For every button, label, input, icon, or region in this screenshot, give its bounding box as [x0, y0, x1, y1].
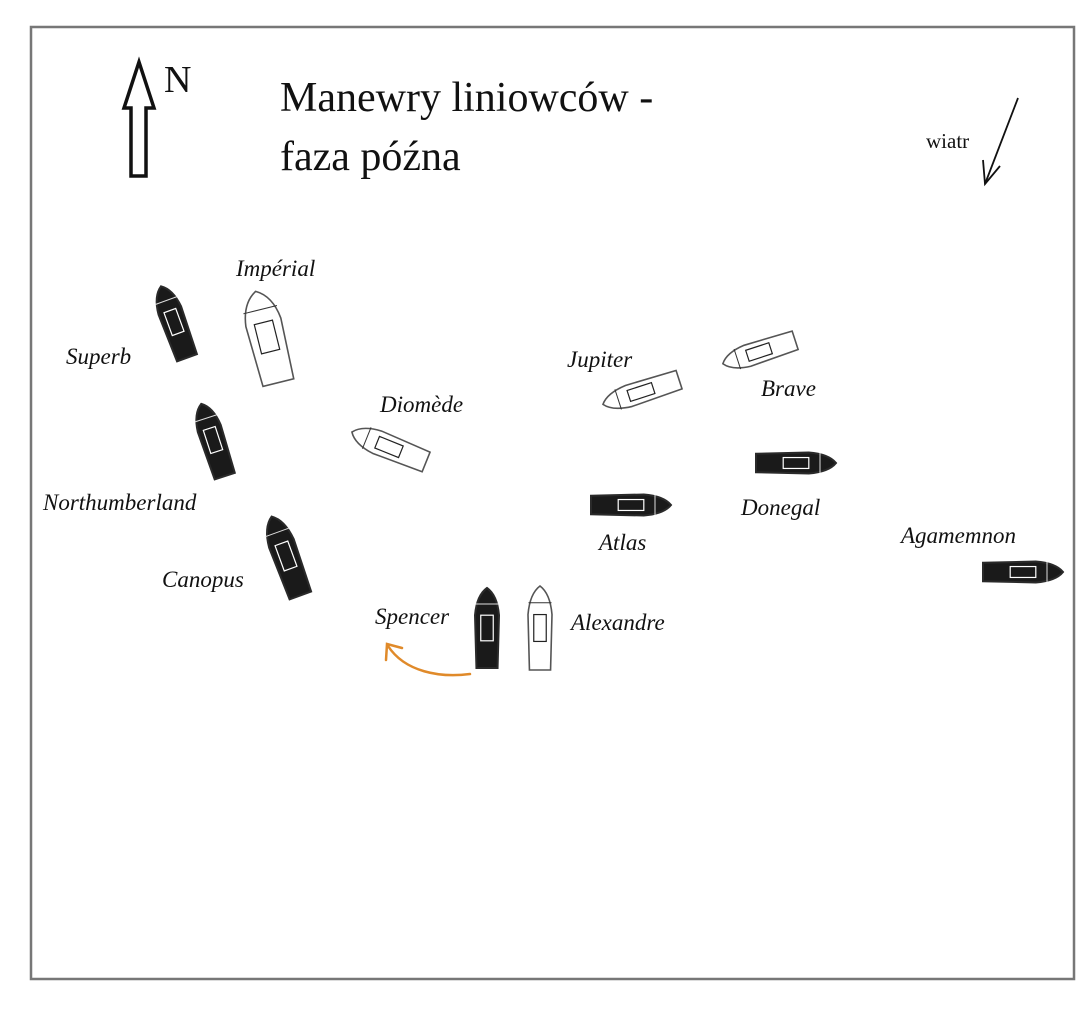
ship-northumberland [194, 402, 237, 481]
diagram-title-line1: Manewry liniowców - [280, 75, 653, 121]
ship-deck [253, 319, 281, 355]
ship-label-canopus: Canopus [162, 567, 244, 592]
ship-label-alexandre: Alexandre [569, 610, 665, 635]
ship-label-northumberland: Northumberland [42, 490, 197, 515]
ship-donegal [755, 451, 838, 475]
diagram-frame [29, 25, 1076, 981]
ship-deck [1009, 565, 1037, 579]
wind-arrow-icon [982, 97, 1019, 187]
ship-bow-line [361, 427, 372, 449]
ship-alexandre [527, 585, 553, 671]
ship-atlas [590, 493, 673, 517]
ship-label-superb: Superb [66, 344, 131, 369]
diagram-title-line2: faza późna [280, 134, 461, 180]
ship-deck [626, 381, 656, 403]
wind-label: wiatr [926, 129, 969, 153]
ship-deck [480, 614, 494, 642]
ship-label-atlas: Atlas [597, 530, 646, 555]
ship-deck [782, 456, 810, 470]
ship-deck [374, 435, 404, 459]
ship-bow-line [265, 527, 290, 538]
ship-bow-line [155, 296, 178, 305]
north-arrow-icon [121, 56, 157, 178]
maneuver-arrow-icon [384, 642, 472, 677]
ship-bow-line [733, 348, 742, 370]
ship-label-jupiter: Jupiter [567, 347, 633, 372]
ship-label-agamemnon: Agamemnon [899, 523, 1016, 548]
ship-label-imperial: Impérial [235, 256, 315, 281]
ship-label-donegal: Donegal [740, 495, 820, 520]
ship-deck [744, 342, 774, 362]
ship-canopus [265, 515, 313, 601]
ship-label-diomede: Diomède [379, 392, 463, 417]
ship-deck [163, 307, 185, 337]
north-label: N [164, 59, 191, 101]
ship-deck [533, 613, 547, 643]
ship-deck [202, 425, 224, 455]
ship-label-brave: Brave [761, 376, 816, 401]
ship-jupiter [601, 369, 684, 410]
ship-diomede [351, 427, 432, 473]
ship-label-spencer: Spencer [375, 604, 450, 629]
ship-deck [274, 540, 298, 572]
ship-bow-line [614, 389, 622, 410]
ship-superb [155, 285, 199, 363]
ship-bow-line [243, 304, 278, 315]
ship-imperial [243, 290, 295, 388]
ship-spencer [473, 586, 501, 669]
ship-deck [617, 498, 645, 512]
ship-agamemnon [982, 560, 1065, 584]
ship-bow-line [194, 414, 218, 423]
ship-brave [721, 330, 800, 370]
